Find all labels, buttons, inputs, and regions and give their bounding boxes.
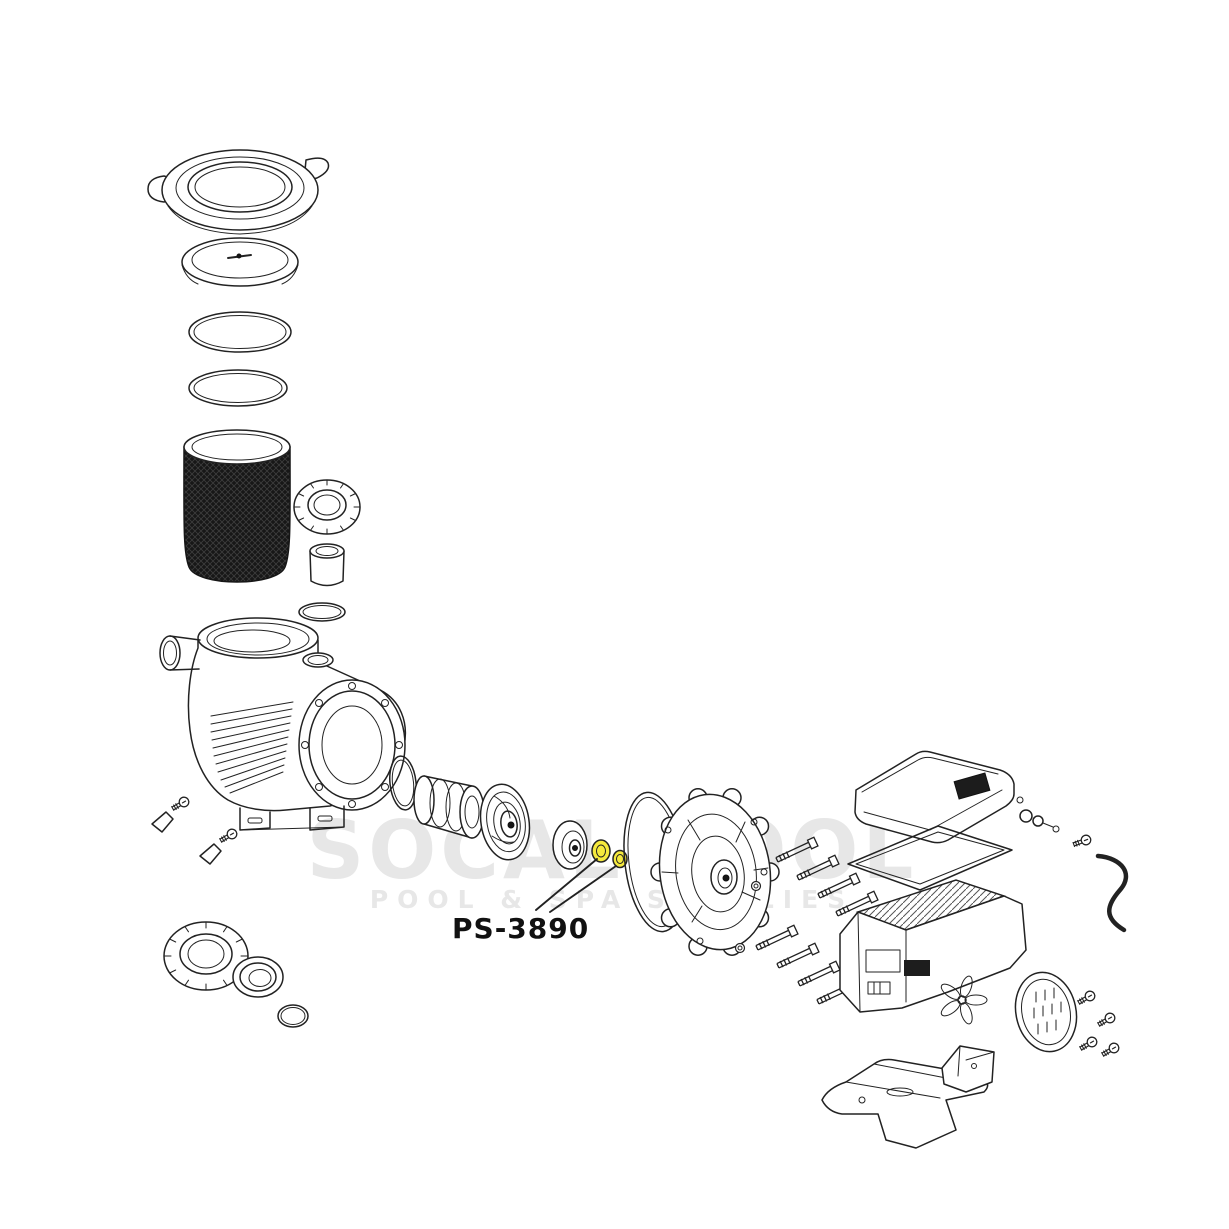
- motor-drive-assembly: [839, 879, 1078, 1053]
- motor-label-patch: [904, 960, 930, 976]
- strainer-basket: [183, 429, 291, 583]
- callout-leader-lines: [535, 858, 617, 913]
- seal-plate: [650, 788, 780, 956]
- part-label: PS-3890: [452, 912, 589, 945]
- lid-oring-2: [188, 369, 288, 407]
- flange-bolt-holes: [301, 682, 403, 808]
- discharge-tailpiece: [232, 956, 284, 998]
- shaft-seal-housing: [552, 820, 588, 870]
- union-tailpiece: [309, 543, 345, 587]
- watermark: SOCAL POOL POOL & SPA SUPPLIES: [307, 804, 918, 914]
- cover-display-patch: [953, 772, 991, 800]
- conduit-fitting: [1019, 809, 1060, 833]
- controller-cover: [854, 750, 1024, 844]
- tailpiece-oring: [298, 602, 346, 622]
- cord-screw: [1071, 833, 1093, 850]
- cover-gasket: [847, 825, 1013, 891]
- part-callout: PS-3890: [452, 858, 617, 945]
- drain-plug-front: [151, 794, 192, 833]
- clamp-ring: [147, 149, 330, 235]
- watermark-line2: POOL & SPA SUPPLIES: [370, 885, 854, 914]
- impeller: [479, 783, 531, 861]
- motor-fan: [940, 975, 988, 1025]
- lid-cover: [181, 237, 299, 287]
- discharge-oring: [277, 1004, 309, 1028]
- discharge-union-nut: [163, 921, 249, 991]
- drain-plug-rear: [199, 826, 240, 865]
- fan-cover-vents: [1033, 987, 1062, 1035]
- watermark-line1: SOCAL POOL: [307, 804, 918, 897]
- wire-clip: [1095, 853, 1129, 933]
- pump-housing: [159, 617, 407, 831]
- lid-oring-1: [188, 311, 292, 353]
- base-clip-bracket: [941, 1045, 995, 1093]
- motor-screws: [1075, 988, 1122, 1060]
- volute-oring: [389, 755, 417, 811]
- diffuser: [413, 775, 485, 839]
- union-nut: [293, 479, 361, 535]
